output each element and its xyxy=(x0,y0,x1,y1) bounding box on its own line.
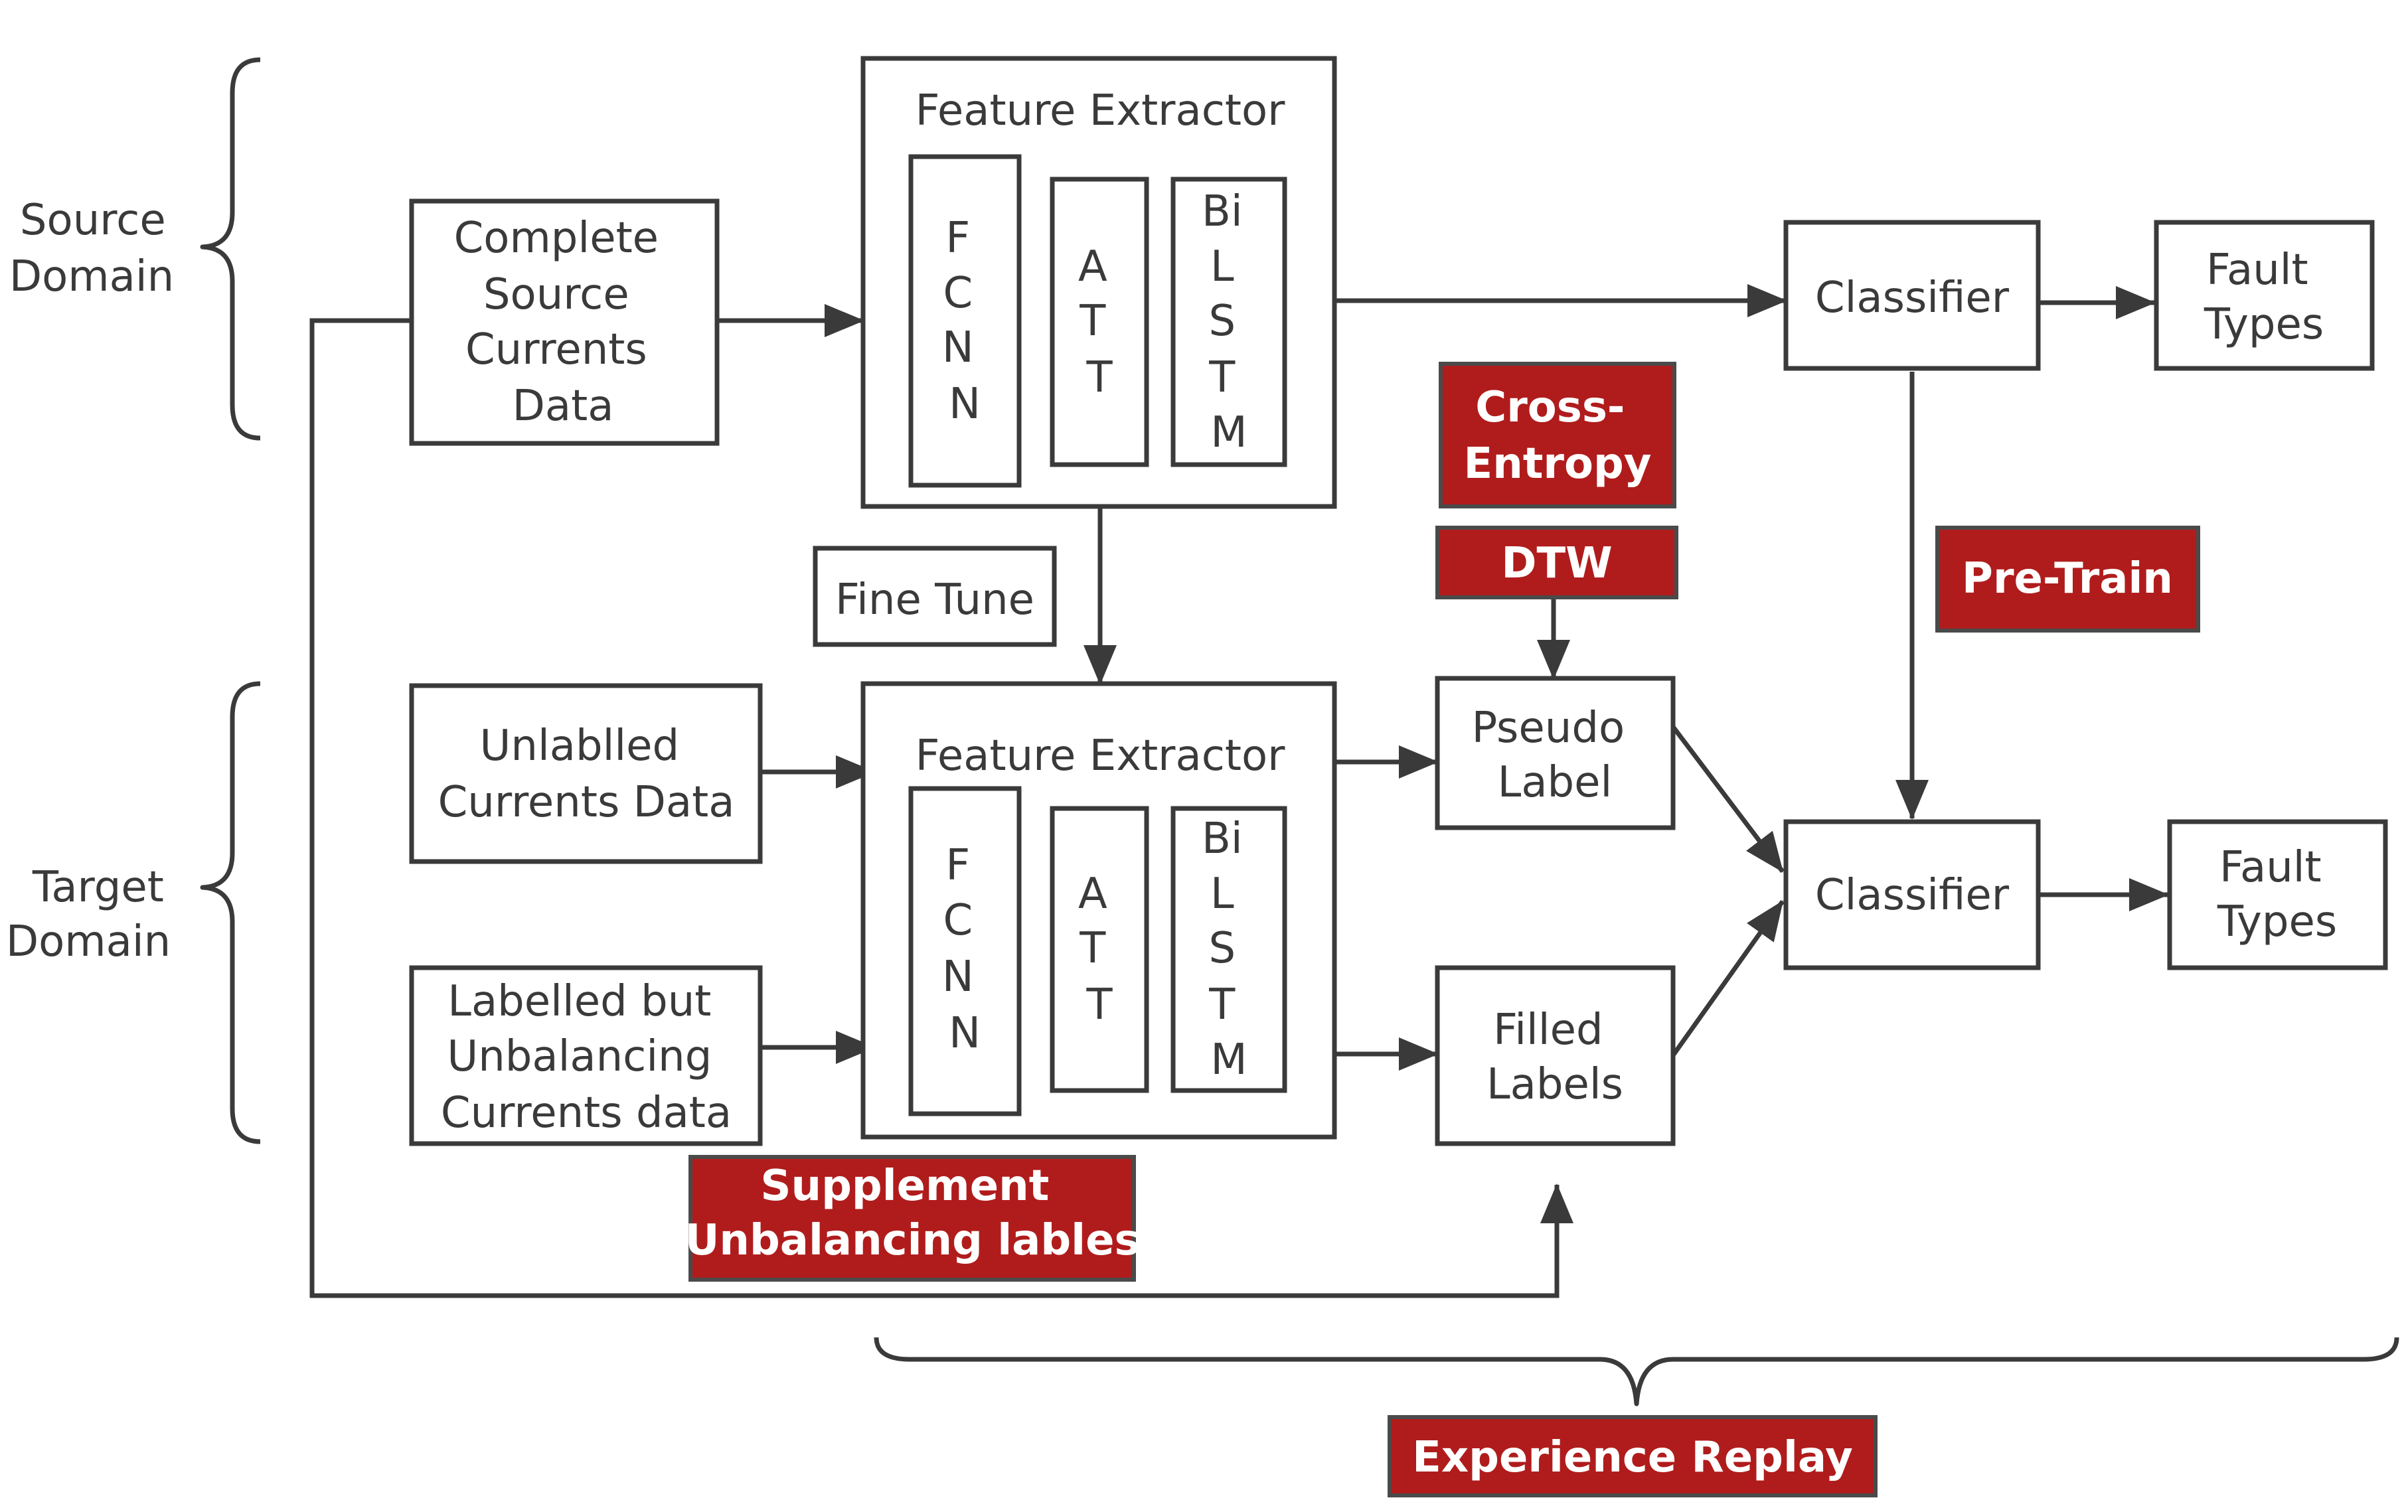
source-domain-brace xyxy=(200,57,261,441)
bilstm-block-bottom: Bi L S T M xyxy=(1170,806,1287,1093)
svg-text:Cross- Entropy: Cross- Entropy xyxy=(1464,383,1652,489)
svg-text:Supplement Unbalancing l: Supplement Unbalancing lables xyxy=(684,1162,1139,1265)
att-block-top: A T T xyxy=(1050,177,1149,467)
dtw-box: DTW xyxy=(1435,526,1678,599)
labelled-unbalancing-box: Labelled but Unbalancing Currents data xyxy=(409,965,763,1146)
svg-text:Fault Types: Fault Types xyxy=(2204,246,2324,349)
arrow-filled-to-classifier-bottom xyxy=(1671,899,1785,1057)
svg-text:F C N: F C N N xyxy=(942,214,987,429)
svg-text:Unlablled Currents Data: Unlablled Currents Data xyxy=(438,721,735,827)
fault-types-top-box: Fault Types xyxy=(2154,220,2375,371)
arrow-pseudo-to-classifier-bottom xyxy=(1671,725,1785,873)
att-block-bottom: A T T xyxy=(1050,806,1149,1093)
feature-extractor-bottom: Feature Extractor F C N N A T T Bi L S xyxy=(860,681,1337,1140)
svg-text:Bi L S: Bi L S T M xyxy=(1202,814,1256,1085)
source-to-filled-loop-line xyxy=(309,318,1573,1298)
svg-text:Classifier: Classifier xyxy=(1815,871,2010,920)
svg-text:A T T: A T T xyxy=(1078,242,1121,402)
pseudo-label-box: Pseudo Label xyxy=(1435,676,1676,830)
supplement-box: Supplement Unbalancing lables xyxy=(684,1155,1140,1282)
classifier-top-box: Classifier xyxy=(1783,220,2041,371)
unlabelled-data-box: Unlablled Currents Data xyxy=(409,683,763,864)
complete-source-box: Complete Source Currents Data xyxy=(409,198,720,446)
pre-train-box: Pre-Train xyxy=(1935,526,2200,633)
svg-text:DTW: DTW xyxy=(1501,539,1612,588)
feature-extractor-bottom-title: Feature Extractor xyxy=(916,731,1286,781)
svg-text:Bi L S: Bi L S T M xyxy=(1202,187,1256,457)
source-domain-label: Source Domain xyxy=(9,196,179,301)
svg-text:A T T: A T T xyxy=(1078,869,1121,1029)
fcnn-block-top: F C N N xyxy=(908,154,1022,488)
svg-text:Pre-Train: Pre-Train xyxy=(1962,554,2173,603)
fault-types-bottom-box: Fault Types xyxy=(2167,819,2388,970)
filled-labels-box: Filled Labels xyxy=(1435,965,1676,1146)
fine-tune-box: Fine Tune xyxy=(813,546,1057,647)
svg-text:Labelled but Unbalancing: Labelled but Unbalancing Currents data xyxy=(441,977,732,1138)
target-domain-label: Target Domain xyxy=(6,863,177,966)
svg-text:Pseudo Label: Pseudo Label xyxy=(1472,704,1639,807)
svg-text:Classifier: Classifier xyxy=(1815,273,2010,323)
fcnn-block-bottom: F C N N xyxy=(908,786,1022,1116)
svg-text:Complete Source Cu: Complete Source Currents Data xyxy=(454,214,673,431)
svg-text:Experience Replay: Experience Replay xyxy=(1412,1433,1853,1482)
svg-text:Fault Types: Fault Types xyxy=(2217,843,2337,946)
svg-text:F C N: F C N N xyxy=(942,841,987,1058)
target-domain-brace xyxy=(200,681,261,1144)
cross-entropy-box: Cross- Entropy xyxy=(1439,362,1676,508)
experience-replay-brace xyxy=(874,1337,2399,1406)
feature-extractor-top: Feature Extractor F C N N A T T Bi L S xyxy=(860,56,1337,509)
bilstm-block-top: Bi L S T M xyxy=(1170,177,1287,467)
feature-extractor-top-title: Feature Extractor xyxy=(916,86,1286,135)
svg-text:Filled Labels: Filled Labels xyxy=(1486,1006,1623,1109)
svg-text:Fine Tune: Fine Tune xyxy=(835,575,1034,625)
classifier-bottom-box: Classifier xyxy=(1783,819,2041,970)
experience-replay-box: Experience Replay xyxy=(1388,1415,1878,1497)
